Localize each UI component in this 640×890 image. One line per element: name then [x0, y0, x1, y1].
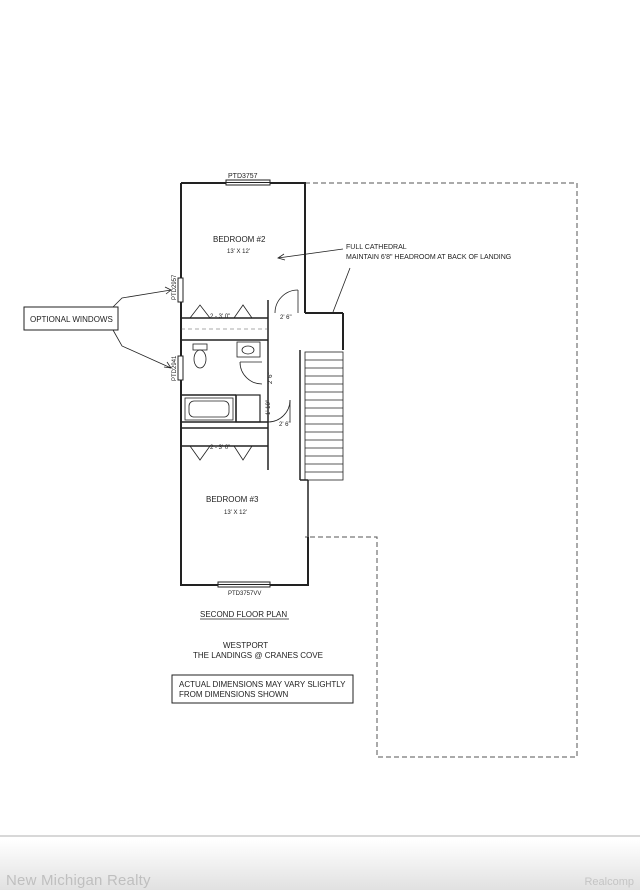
lower-side-window-label: PTD2941 — [172, 355, 178, 381]
lower-door-swing — [267, 399, 291, 423]
upper-door-swing — [274, 289, 299, 314]
upper-closet-walls — [181, 300, 269, 470]
disclaimer-line-1: ACTUAL DIMENSIONS MAY VARY SLIGHTLY — [179, 680, 346, 689]
dashed-footprint-outline — [305, 182, 578, 758]
bedroom-3-name: BEDROOM #3 — [206, 495, 259, 504]
mls-watermark: Realcomp — [584, 876, 634, 888]
footer-band — [0, 840, 640, 890]
top-window-symbol — [225, 179, 271, 186]
disclaimer-line-2: FROM DIMENSIONS SHOWN — [179, 690, 289, 699]
bathroom-door-swing — [239, 361, 263, 385]
stair-treads — [304, 351, 344, 481]
upper-closet-size: 2 - 3' 0" — [210, 314, 230, 320]
optional-windows-callout: OPTIONAL WINDOWS — [23, 286, 172, 369]
cathedral-note-line-2: MAINTAIN 6'8" HEADROOM AT BACK OF LANDIN… — [346, 254, 511, 261]
bathroom-walls — [181, 394, 268, 423]
upper-side-window-label: PTD2957 — [172, 274, 178, 300]
lower-side-window-symbol — [177, 355, 184, 381]
disclaimer-box — [171, 674, 354, 704]
cathedral-leader-arrows — [277, 248, 351, 313]
toilet-fixture — [192, 343, 208, 369]
upper-side-window-symbol — [177, 277, 184, 303]
lower-door-size: 2' 6" — [279, 422, 291, 428]
hall-width-label: 2' 6" — [268, 372, 274, 384]
model-name: WESTPORT — [223, 641, 268, 650]
upper-door-size: 2' 6" — [280, 315, 292, 321]
top-window-label: PTD3757 — [228, 173, 258, 180]
bottom-window-label: PTD3757VV — [228, 591, 261, 597]
cathedral-note-line-1: FULL CATHEDRAL — [346, 244, 407, 251]
lower-closet-walls — [181, 427, 268, 447]
community-name: THE LANDINGS @ CRANES COVE — [193, 651, 323, 660]
bedroom-2-size: 13' X 12' — [227, 249, 250, 255]
lower-closet-size: 2 - 3' 0" — [210, 445, 230, 451]
plan-title: SECOND FLOOR PLAN — [200, 610, 287, 619]
bottom-window-symbol — [217, 581, 271, 588]
linen-closet-walls — [235, 394, 261, 423]
sink-fixture — [236, 341, 261, 358]
hall-height-label: 1' 10" — [266, 400, 272, 415]
bathtub-fixture — [184, 397, 234, 421]
stair-railing — [299, 350, 309, 537]
bedroom-3-size: 13' X 12' — [224, 510, 247, 516]
lower-closet-doors — [189, 445, 253, 461]
bedroom-2-name: BEDROOM #2 — [213, 235, 266, 244]
optional-windows-label: OPTIONAL WINDOWS — [30, 315, 113, 324]
brokerage-watermark: New Michigan Realty — [6, 872, 151, 889]
upper-closet-doors — [189, 304, 253, 319]
